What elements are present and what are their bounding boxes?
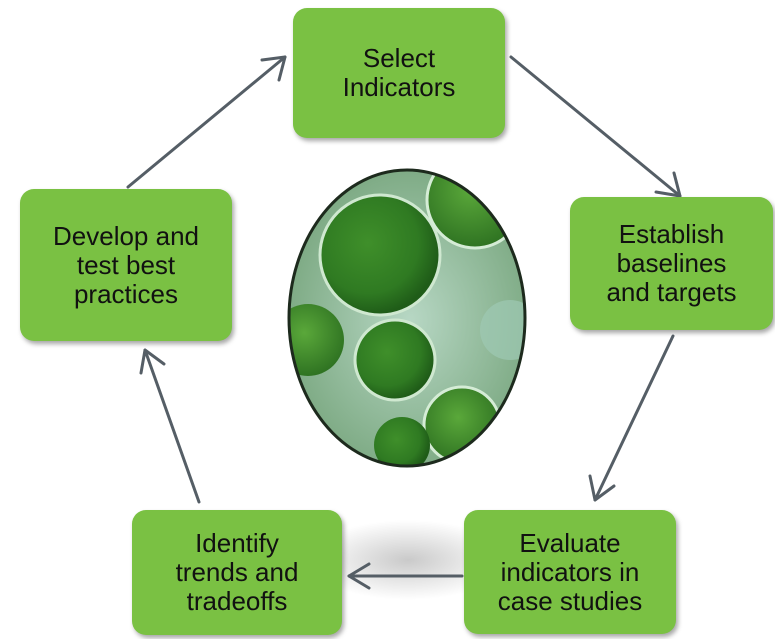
arrow-select-to-baseline <box>509 55 682 198</box>
arrow-develop-to-select <box>126 55 287 189</box>
step-label-line: Identify <box>195 528 279 558</box>
arrow-evaluate-to-identify <box>347 562 464 590</box>
step-label-line: and targets <box>606 277 737 307</box>
arrow-baseline-to-evaluate <box>588 334 675 502</box>
step-develop-practices: Develop and test best practices <box>20 189 232 341</box>
step-label-line: test best <box>76 249 176 280</box>
step-establish-baselines: Establish baselines and targets <box>570 197 773 330</box>
step-label-line: tradeoffs <box>186 586 288 616</box>
step-label-line: baselines <box>616 248 727 278</box>
step-label-line: case studies <box>497 585 643 616</box>
algae-image <box>287 168 527 468</box>
step-label-line: Establish <box>618 219 725 249</box>
step-select-indicators: Select Indicators <box>293 8 505 138</box>
step-evaluate-indicators: Evaluate indicators in case studies <box>464 510 676 634</box>
arrow-identify-to-develop <box>139 348 201 504</box>
step-label-line: trends and <box>175 557 299 587</box>
step-label-line: Develop and <box>53 220 199 251</box>
step-label-line: indicators in <box>500 556 640 587</box>
step-label-line: Evaluate <box>519 527 621 558</box>
step-label-line: practices <box>73 278 179 309</box>
step-identify-trends: Identify trends and tradeoffs <box>132 510 342 635</box>
step-label-line: Select <box>362 43 436 73</box>
step-label-line: Indicators <box>342 72 456 102</box>
